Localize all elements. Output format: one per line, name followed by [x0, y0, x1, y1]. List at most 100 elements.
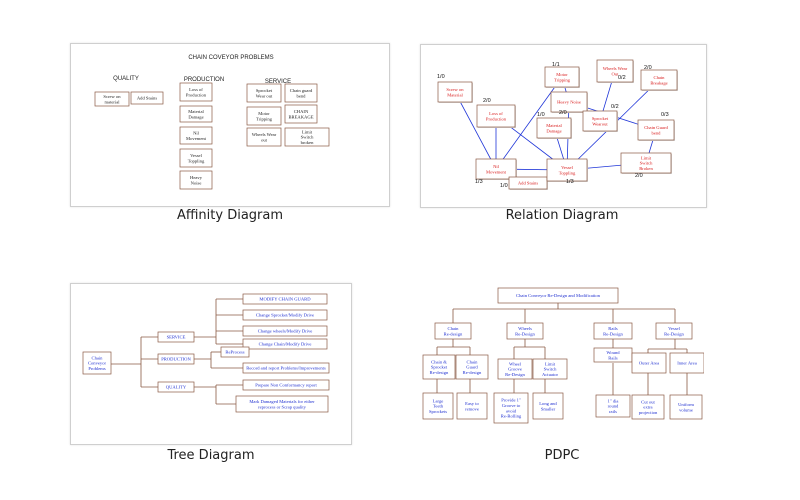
tree-branch-label: SERVICE: [167, 335, 186, 340]
relation-ratio: 0/3: [661, 112, 669, 118]
affinity-caption: Affinity Diagram: [176, 208, 284, 223]
relation-ratio: 2/0: [644, 65, 652, 71]
pdpc-level2: Outer Area: [631, 352, 667, 374]
tree-production-sub-label: ReProcess: [225, 350, 244, 355]
tree-service-item: MODIFY CHAIN GUARD: [242, 293, 328, 305]
tree-branch: PRODUCTION: [157, 353, 195, 365]
pdpc-diagram: Chain Conveyor Re-Design and Modificatio…: [422, 287, 704, 424]
relation-node-label: Add Stains: [518, 181, 539, 186]
relation-ratio: 1/0: [500, 183, 508, 189]
relation-ratio: 0/2: [618, 75, 626, 81]
tree-production-item: Record and report Problems/Improvements: [242, 362, 330, 374]
tree-service-item: Change wheels/Modify Drive: [242, 325, 328, 337]
pdpc-caption: PDPC: [544, 448, 580, 463]
affinity-diagram-panel: CHAIN COVEYOR PROBLEMS QUALITY PRODUCTIO…: [70, 43, 390, 207]
affinity-title: CHAIN COVEYOR PROBLEMS: [188, 55, 273, 61]
affinity-header-service: SERVICE: [265, 79, 291, 85]
pdpc-level2-label: Outer Area: [639, 361, 659, 366]
relation-ratio: 1/0: [437, 74, 445, 80]
affinity-diagram: CHAIN COVEYOR PROBLEMS QUALITY PRODUCTIO…: [94, 55, 330, 190]
tree-quality-item: Prepare Non Conformancy report: [242, 379, 330, 391]
relation-ratio: 1/0: [537, 112, 545, 118]
affinity-quality-item-label: Add Stains: [137, 96, 158, 101]
relation-node: Add Stains: [508, 176, 548, 190]
pdpc-level2-label: Inner Area: [677, 361, 697, 366]
relation-ratio: 1/1: [552, 62, 560, 68]
affinity-header-quality: QUALITY: [113, 76, 139, 82]
tree-quality-item-label: Prepare Non Conformancy report: [255, 383, 317, 388]
pdpc-level2: Inner Area: [669, 352, 704, 374]
tree-branch-label: PRODUCTION: [161, 357, 191, 362]
relation-ratio: 2/0: [559, 110, 567, 116]
pdpc-panel: Chain Conveyor Re-Design and Modificatio…: [420, 283, 704, 433]
tree-service-item-label: Change Chain/Modify Drive: [259, 342, 312, 347]
relation-caption: Relation Diagram: [505, 208, 619, 223]
tree-service-item-label: Change Sprocket/Modify Drive: [256, 313, 314, 318]
relation-ratio: 0/2: [611, 104, 619, 110]
relation-ratio: 2/0: [483, 98, 491, 104]
affinity-quality-item: Add Stains: [130, 91, 164, 105]
relation-ratio: 1/3: [475, 179, 483, 185]
tree-service-item: Change Chain/Modify Drive: [242, 338, 328, 350]
relation-ratio: 1/3: [566, 179, 574, 185]
tree-service-item-label: MODIFY CHAIN GUARD: [259, 297, 311, 302]
